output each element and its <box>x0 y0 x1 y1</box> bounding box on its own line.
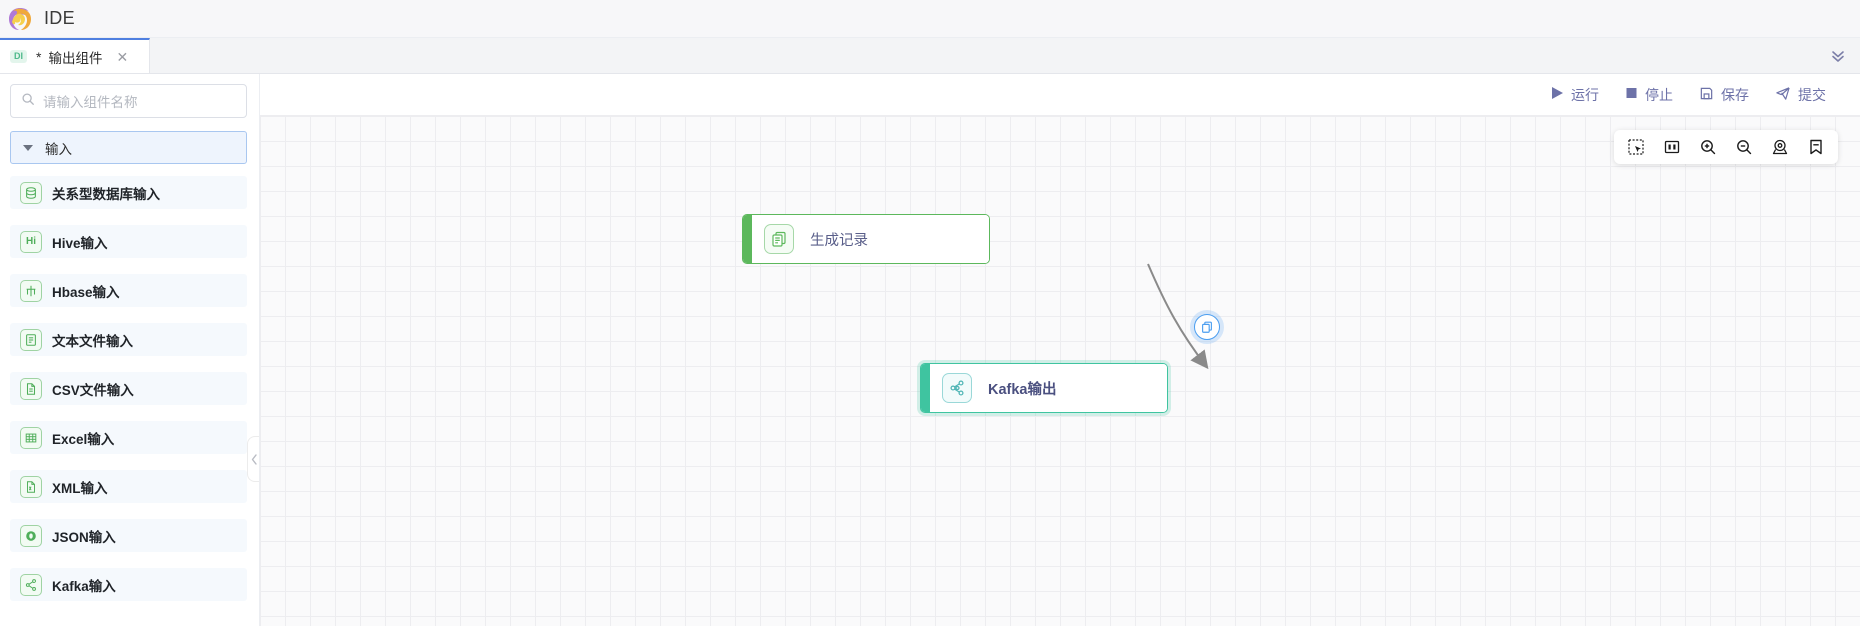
chevron-double-down-icon[interactable] <box>1816 38 1860 73</box>
list-item[interactable]: Hi Hive输入 <box>10 225 247 258</box>
list-item[interactable]: Kafka输入 <box>10 568 247 601</box>
canvas-view-toolbar <box>1614 130 1838 164</box>
list-item-label: Excel输入 <box>52 431 115 447</box>
hbase-icon <box>20 279 42 302</box>
list-item-label: 关系型数据库输入 <box>52 186 160 202</box>
list-item-label: CSV文件输入 <box>52 382 134 398</box>
node-accent-bar <box>743 215 752 263</box>
submit-button[interactable]: 提交 <box>1775 85 1826 105</box>
flow-node-generate-records[interactable]: 生成记录 <box>742 214 990 264</box>
zoom-out-icon[interactable] <box>1735 138 1753 156</box>
list-item[interactable]: CSV文件输入 <box>10 372 247 405</box>
search-input[interactable]: 请输入组件名称 <box>10 84 247 118</box>
csv-file-icon <box>20 377 42 400</box>
paper-plane-icon <box>1775 86 1791 104</box>
marquee-select-icon[interactable] <box>1627 138 1645 156</box>
excel-icon <box>20 426 42 449</box>
caret-down-icon[interactable] <box>23 144 33 151</box>
kafka-icon <box>20 573 42 596</box>
stop-label: 停止 <box>1645 86 1673 103</box>
canvas-area: 运行 停止 保存 <box>260 74 1860 626</box>
component-sidebar: 请输入组件名称 输入 关系型数据库输入 Hi Hive输入 <box>0 74 260 626</box>
node-body: 生成记录 <box>752 215 989 263</box>
list-item-label: Hive输入 <box>52 235 108 251</box>
run-button[interactable]: 运行 <box>1551 85 1599 105</box>
sidebar-group-input[interactable]: 输入 <box>10 131 247 164</box>
list-item-label: XML输入 <box>52 480 108 496</box>
list-item[interactable]: 文本文件输入 <box>10 323 247 356</box>
tab-bar: DI * 输出组件 ✕ <box>0 38 1860 74</box>
tab-dirty-marker: * <box>36 48 42 65</box>
search-placeholder: 请输入组件名称 <box>43 95 138 110</box>
list-item[interactable]: 关系型数据库输入 <box>10 176 247 209</box>
xml-file-icon <box>20 475 42 498</box>
stop-square-icon <box>1625 86 1638 103</box>
sidebar-group-label: 输入 <box>45 141 72 157</box>
submit-label: 提交 <box>1798 86 1826 103</box>
node-label: 生成记录 <box>810 232 868 249</box>
list-item-label: Hbase输入 <box>52 284 120 300</box>
copy-records-icon <box>764 224 794 254</box>
list-item-label: Kafka输入 <box>52 578 116 594</box>
stop-button[interactable]: 停止 <box>1625 85 1673 105</box>
tab-output-component[interactable]: DI * 输出组件 ✕ <box>0 38 150 73</box>
editor-toolbar: 运行 停止 保存 <box>260 74 1860 116</box>
hive-icon: Hi <box>20 230 42 253</box>
save-button[interactable]: 保存 <box>1699 85 1749 105</box>
save-label: 保存 <box>1721 86 1749 103</box>
locate-node-icon[interactable] <box>1771 138 1789 156</box>
tab-label: 输出组件 <box>48 50 103 66</box>
copy-hop-icon[interactable] <box>1194 314 1220 340</box>
node-body: Kafka输出 <box>930 364 1167 412</box>
json-icon <box>20 524 42 547</box>
node-label: Kafka输出 <box>988 381 1057 398</box>
flow-node-kafka-output[interactable]: Kafka输出 <box>920 363 1168 413</box>
flow-canvas[interactable]: 生成记录 Kafka输出 <box>260 116 1860 626</box>
node-accent-bar <box>921 364 930 412</box>
tab-type-badge: DI <box>10 50 27 63</box>
floppy-disk-icon <box>1699 86 1714 104</box>
list-item[interactable]: Excel输入 <box>10 421 247 454</box>
fit-to-screen-icon[interactable] <box>1663 138 1681 156</box>
database-icon <box>20 181 42 204</box>
search-icon <box>21 92 35 111</box>
bookmark-icon[interactable] <box>1807 138 1825 156</box>
list-item-label: JSON输入 <box>52 529 116 545</box>
close-icon[interactable]: ✕ <box>116 48 129 65</box>
run-label: 运行 <box>1571 86 1599 103</box>
main-body: 请输入组件名称 输入 关系型数据库输入 Hi Hive输入 <box>0 74 1860 626</box>
play-icon <box>1551 86 1564 103</box>
swirl-logo-icon <box>6 5 34 33</box>
kafka-share-icon <box>942 373 972 403</box>
list-item[interactable]: Hbase输入 <box>10 274 247 307</box>
list-item-label: 文本文件输入 <box>52 333 133 349</box>
list-item[interactable]: XML输入 <box>10 470 247 503</box>
app-header: IDE <box>0 0 1860 38</box>
list-item[interactable]: JSON输入 <box>10 519 247 552</box>
sidebar-collapse-handle[interactable] <box>247 436 259 482</box>
zoom-in-icon[interactable] <box>1699 138 1717 156</box>
text-file-icon <box>20 328 42 351</box>
app-title: IDE <box>44 8 75 28</box>
